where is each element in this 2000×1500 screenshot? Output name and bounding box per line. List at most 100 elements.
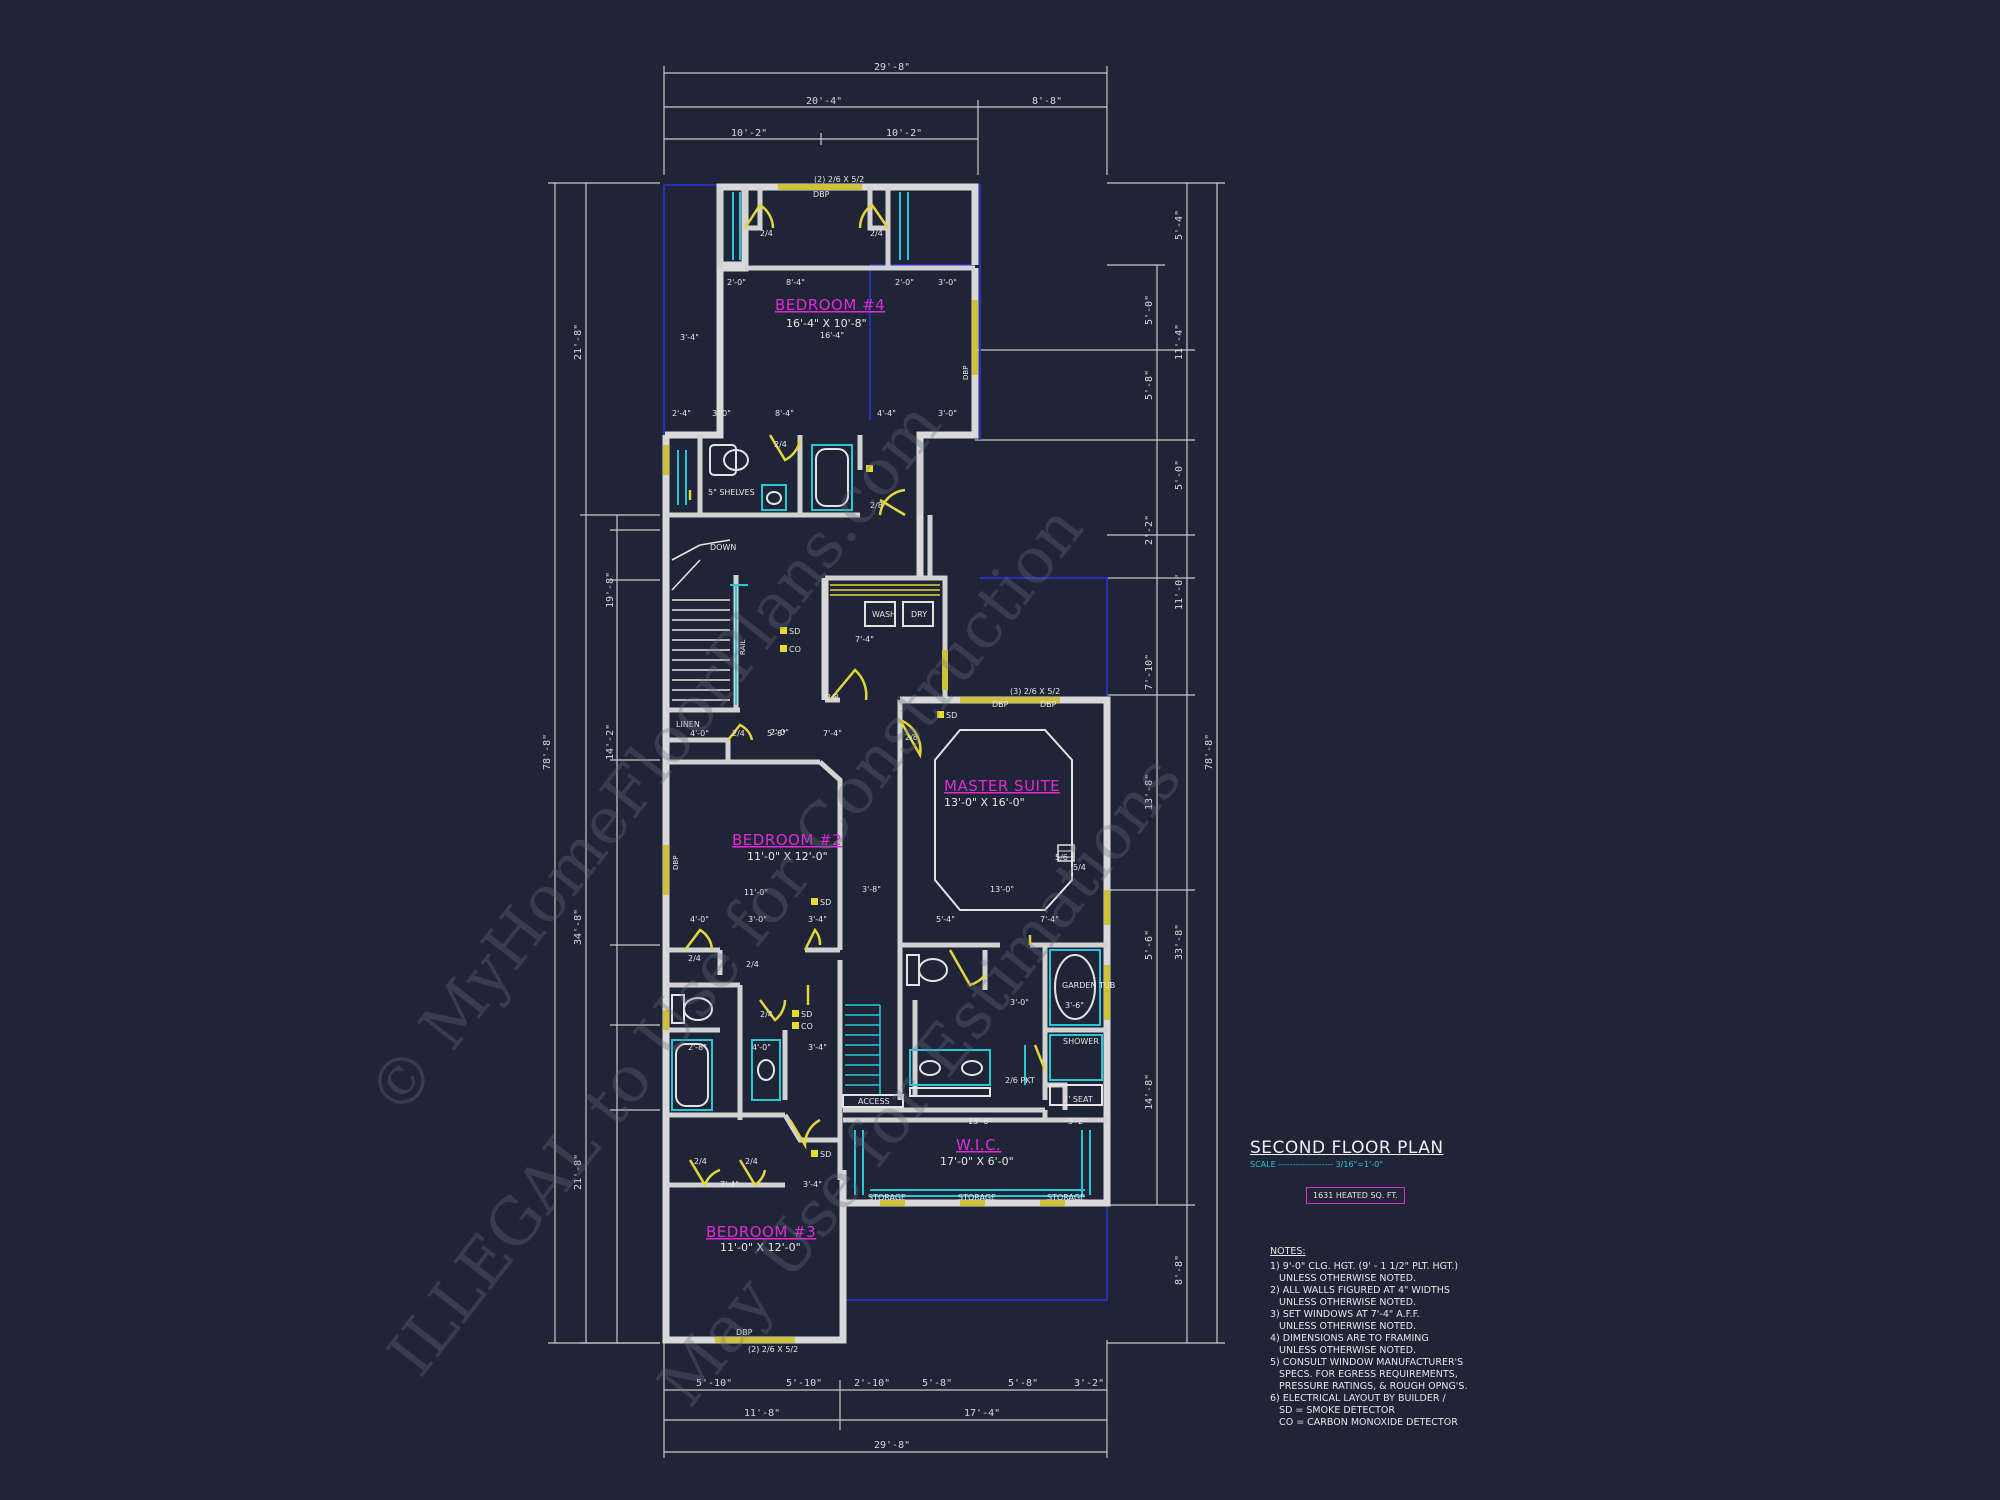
room-name-wic: W.I.C. [956,1136,1001,1154]
svg-text:4'-0": 4'-0" [690,729,709,738]
notes-block: NOTES: 1) 9'-0" CLG. HGT. (9' - 1 1/2" P… [1270,1246,1500,1429]
svg-text:2'-0": 2'-0" [895,278,914,287]
wash-label: WASH [872,610,896,619]
room-size-wic: 17'-0" X 6'-0" [940,1155,1014,1168]
watermark-line3: May Use for Estimations [644,743,1196,1420]
heated-sqft-box: 1631 HEATED SQ. FT. [1306,1187,1405,1204]
note-line: 2) ALL WALLS FIGURED AT 4" WIDTHS [1270,1285,1450,1296]
note-line: 4) DIMENSIONS ARE TO FRAMING [1270,1333,1429,1344]
dim-top-right: 8'-8" [1032,96,1062,107]
dim-bottom-overall: 29'-8" [874,1440,910,1451]
svg-text:2'-2": 2'-2" [1144,515,1155,545]
svg-text:13'-6": 13'-6" [968,1117,992,1126]
svg-text:3'-6": 3'-6" [1065,1001,1084,1010]
svg-text:5'-4": 5'-4" [1174,210,1185,240]
dry-label: DRY [911,610,927,619]
dim-bottom-left: 11'-8" [744,1408,780,1419]
closet-rods [677,192,1091,1197]
svg-text:4'-0": 4'-0" [690,915,709,924]
notes-title: NOTES: [1270,1246,1306,1257]
room-size-bedroom4: 16'-4" X 10'-8" [786,317,867,330]
stairs [671,539,881,1095]
room-name-bedroom4: BEDROOM #4 [775,296,885,314]
note-line: 1) 9'-0" CLG. HGT. (9' - 1 1/2" PLT. HGT… [1270,1261,1459,1272]
room-size-bedroom2: 11'-0" X 12'-0" [747,850,828,863]
dim-bottom-s4: 5'-8" [922,1378,952,1389]
co-label: CO [789,645,801,654]
svg-text:2'-0": 2'-0" [727,278,746,287]
note-line: UNLESS OTHERWISE NOTED. [1270,1321,1417,1332]
svg-text:2/4: 2/4 [694,1157,707,1166]
scale-row: SCALE ------------------- 3/16"=1'-0" [1250,1160,1383,1169]
note-line: PRESSURE RATINGS, & ROUGH OPNG'S. [1270,1381,1468,1392]
svg-text:DBP: DBP [992,700,1009,709]
svg-text:CO: CO [801,1022,813,1031]
svg-text:4'-0": 4'-0" [752,1043,771,1052]
watermark: © MyHomeFloorPlans.com ILLEGAL to Use fo… [354,389,1196,1420]
shelves-label: 5" SHELVES [708,488,755,497]
dim-right-b: 14'-8" [1144,1074,1155,1110]
room-name-master: MASTER SUITE [944,777,1060,795]
dim-top-sub2: 10'-2" [886,128,922,139]
svg-text:4'-4": 4'-4" [877,409,896,418]
svg-text:DBP: DBP [736,1328,753,1337]
svg-text:5/4: 5/4 [1073,863,1086,872]
access-label: ACCESS [858,1097,890,1106]
dim-left-overall: 78'-8" [542,734,553,770]
svg-text:5'-0": 5'-0" [1174,460,1185,490]
linen-label: LINEN [676,720,700,729]
svg-text:3'-4": 3'-4" [803,1180,822,1189]
svg-text:5'-8": 5'-8" [767,729,786,738]
scale-label: SCALE [1250,1160,1276,1169]
scale-value: 3/16"=1'-0" [1335,1160,1383,1169]
svg-text:2/4: 2/4 [760,1010,773,1019]
svg-text:5'-8": 5'-8" [1144,370,1155,400]
note-line: SPECS. FOR EGRESS REQUIREMENTS, [1270,1369,1458,1380]
svg-text:3'-4": 3'-4" [808,915,827,924]
down-label: DOWN [710,543,736,552]
svg-text:DBP: DBP [672,856,680,870]
svg-text:16'-4": 16'-4" [820,331,844,340]
door-swings [684,203,1047,1188]
svg-text:3'-4": 3'-4" [808,1043,827,1052]
svg-text:SD: SD [801,1010,812,1019]
svg-text:2'-0": 2'-0" [770,728,789,737]
svg-text:2/8: 2/8 [905,733,918,742]
dim-top-left: 20'-4" [806,96,842,107]
svg-text:11'-0": 11'-0" [1174,574,1185,610]
svg-text:DBP: DBP [962,366,970,380]
svg-text:5'-4": 5'-4" [936,915,955,924]
interior-walls [665,187,1107,1188]
note-line: UNLESS OTHERWISE NOTED. [1270,1273,1417,1284]
svg-text:8'-4": 8'-4" [775,409,794,418]
svg-text:2/4: 2/4 [745,1157,758,1166]
window-label-master: (3) 2/6 X 5/2 [1010,687,1060,696]
garden-tub-label: GARDEN TUB [1062,981,1115,990]
dim-bottom-s5: 5'-8" [1008,1378,1038,1389]
fixture-labels: WASH DRY DOWN RAIL LINEN 5" SHELVES ACCE… [672,175,1115,1354]
note-line: UNLESS OTHERWISE NOTED. [1270,1345,1417,1356]
rail-label: RAIL [739,640,747,655]
room-name-bedroom3: BEDROOM #3 [706,1223,816,1241]
svg-text:3'-4": 3'-4" [680,333,699,342]
dim-bottom-right: 17'-4" [964,1408,1000,1419]
dim-top-overall: 29'-8" [874,62,910,73]
svg-text:7'-4": 7'-4" [855,635,874,644]
storage-label-1: STORAGE [868,1193,906,1202]
seat-label: 2' SEAT [1063,1095,1093,1104]
dim-left-b: 34'-8" [573,909,584,945]
svg-text:5'-0": 5'-0" [1144,295,1155,325]
window-label-top: (2) 2/6 X 5/2 [814,175,864,184]
dim-left-e: 19'-8" [605,572,616,608]
dim-left-d: 14'-2" [605,724,616,760]
storage-label-3: STORAGE [1047,1193,1085,1202]
svg-text:8'-8": 8'-8" [1174,1255,1185,1285]
svg-text:2/6 PKT: 2/6 PKT [1005,1076,1035,1085]
note-line: 3) SET WINDOWS AT 7'-4" A.F.F. [1270,1309,1420,1320]
dim-bottom-s1: 5'-10" [696,1378,732,1389]
svg-text:2/4: 2/4 [774,440,787,449]
dim-bottom-s2: 5'-10" [786,1378,822,1389]
svg-text:11'-0": 11'-0" [744,888,768,897]
svg-text:SD: SD [946,711,957,720]
svg-text:7'-4": 7'-4" [720,1180,739,1189]
